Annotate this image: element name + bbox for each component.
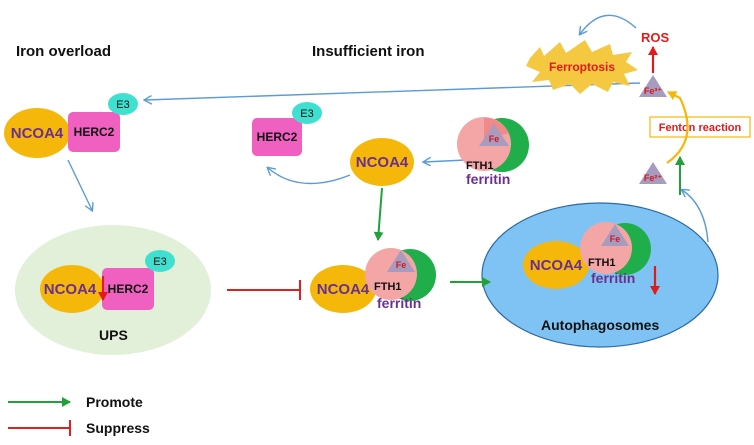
header-iron-overload: Iron overload	[16, 43, 111, 60]
ncoa4-shape	[523, 241, 589, 289]
herc2-shape	[102, 268, 154, 310]
arrow-to-herc2	[268, 168, 351, 185]
ncoa4-shape	[40, 265, 104, 313]
iron-triangle	[387, 250, 415, 272]
fe3-ion: Fe³⁺	[639, 75, 667, 97]
free-ncoa4-shape	[350, 138, 414, 186]
arrow-to-ups	[67, 159, 92, 210]
ncoa4-shape	[4, 108, 70, 158]
legend-promote-label: Promote	[86, 394, 143, 410]
ups-label: UPS	[99, 327, 128, 343]
e3-label: E3	[300, 108, 313, 120]
header-insufficient-iron: Insufficient iron	[312, 43, 425, 60]
ncoa4-label: NCOA4	[11, 125, 64, 142]
fe2-ion: Fe²⁺	[639, 162, 667, 184]
autophagosomes-label: Autophagosomes	[541, 317, 659, 333]
legend-suppress-label: Suppress	[86, 420, 150, 436]
ferroptosis-label: Ferroptosis	[549, 60, 615, 74]
ncoa4-label: NCOA4	[530, 257, 583, 274]
herc2-shape	[68, 112, 120, 152]
e3-label: E3	[116, 99, 129, 111]
central-complex: NCOA4 Fe FTH1 ferritin	[310, 248, 436, 313]
legend: Promote Suppress	[8, 394, 150, 436]
fenton-reaction-box	[649, 116, 751, 138]
iron-overload-complex: NCOA4 HERC2 E3	[4, 93, 138, 158]
ferroptosis-burst	[526, 40, 638, 94]
fe3-triangle	[639, 75, 667, 97]
autophagosome-complex: NCOA4 Fe FTH1 ferritin	[523, 222, 660, 295]
free-ncoa4-label: NCOA4	[356, 154, 409, 171]
insufficient-herc2-group: HERC2 E3	[252, 102, 322, 156]
autophagosome-ellipse	[481, 202, 719, 348]
fth1-label: FTH1	[466, 160, 494, 172]
arrow-ros-to-ferroptosis	[580, 14, 637, 34]
ferritin-label: ferritin	[466, 171, 510, 187]
e3-shape	[145, 250, 175, 272]
promote-arrow-binding	[373, 187, 384, 241]
arrow-to-free-ncoa4	[424, 160, 467, 162]
herc2-label: HERC2	[108, 282, 149, 296]
fenton-arrow	[666, 91, 689, 164]
e3-shape	[108, 93, 138, 115]
herc2-label: HERC2	[74, 125, 115, 139]
ncoa4-shape	[310, 265, 376, 313]
herc2-label: HERC2	[257, 130, 298, 144]
fe-label: Fe	[489, 134, 500, 144]
fe2-label: Fe²⁺	[644, 173, 663, 183]
ferritin-label: ferritin	[591, 270, 635, 286]
fe-label: Fe	[610, 234, 621, 244]
ferritin-label: ferritin	[377, 295, 421, 311]
ros-label: ROS	[641, 30, 670, 45]
fenton-reaction-label: Fenton reaction	[659, 122, 742, 134]
ncoa4-label: NCOA4	[317, 281, 370, 298]
fe-label: Fe	[396, 260, 407, 270]
e3-label: E3	[153, 256, 166, 268]
fth1-label: FTH1	[374, 281, 402, 293]
iron-triangle	[479, 124, 509, 146]
iron-triangle	[601, 224, 629, 246]
ups-complex: NCOA4 HERC2 E3	[40, 250, 175, 313]
arrow-to-fe2	[682, 190, 709, 243]
ncoa4-label: NCOA4	[44, 281, 97, 298]
fe3-label: Fe³⁺	[644, 86, 663, 96]
arrow-to-iron-overload-complex	[145, 82, 641, 100]
fth1-label: FTH1	[588, 257, 616, 269]
free-ferritin: Fe FTH1 ferritin	[457, 117, 529, 187]
e3-shape	[292, 102, 322, 124]
herc2-shape	[252, 118, 302, 156]
fe2-triangle	[639, 162, 667, 184]
